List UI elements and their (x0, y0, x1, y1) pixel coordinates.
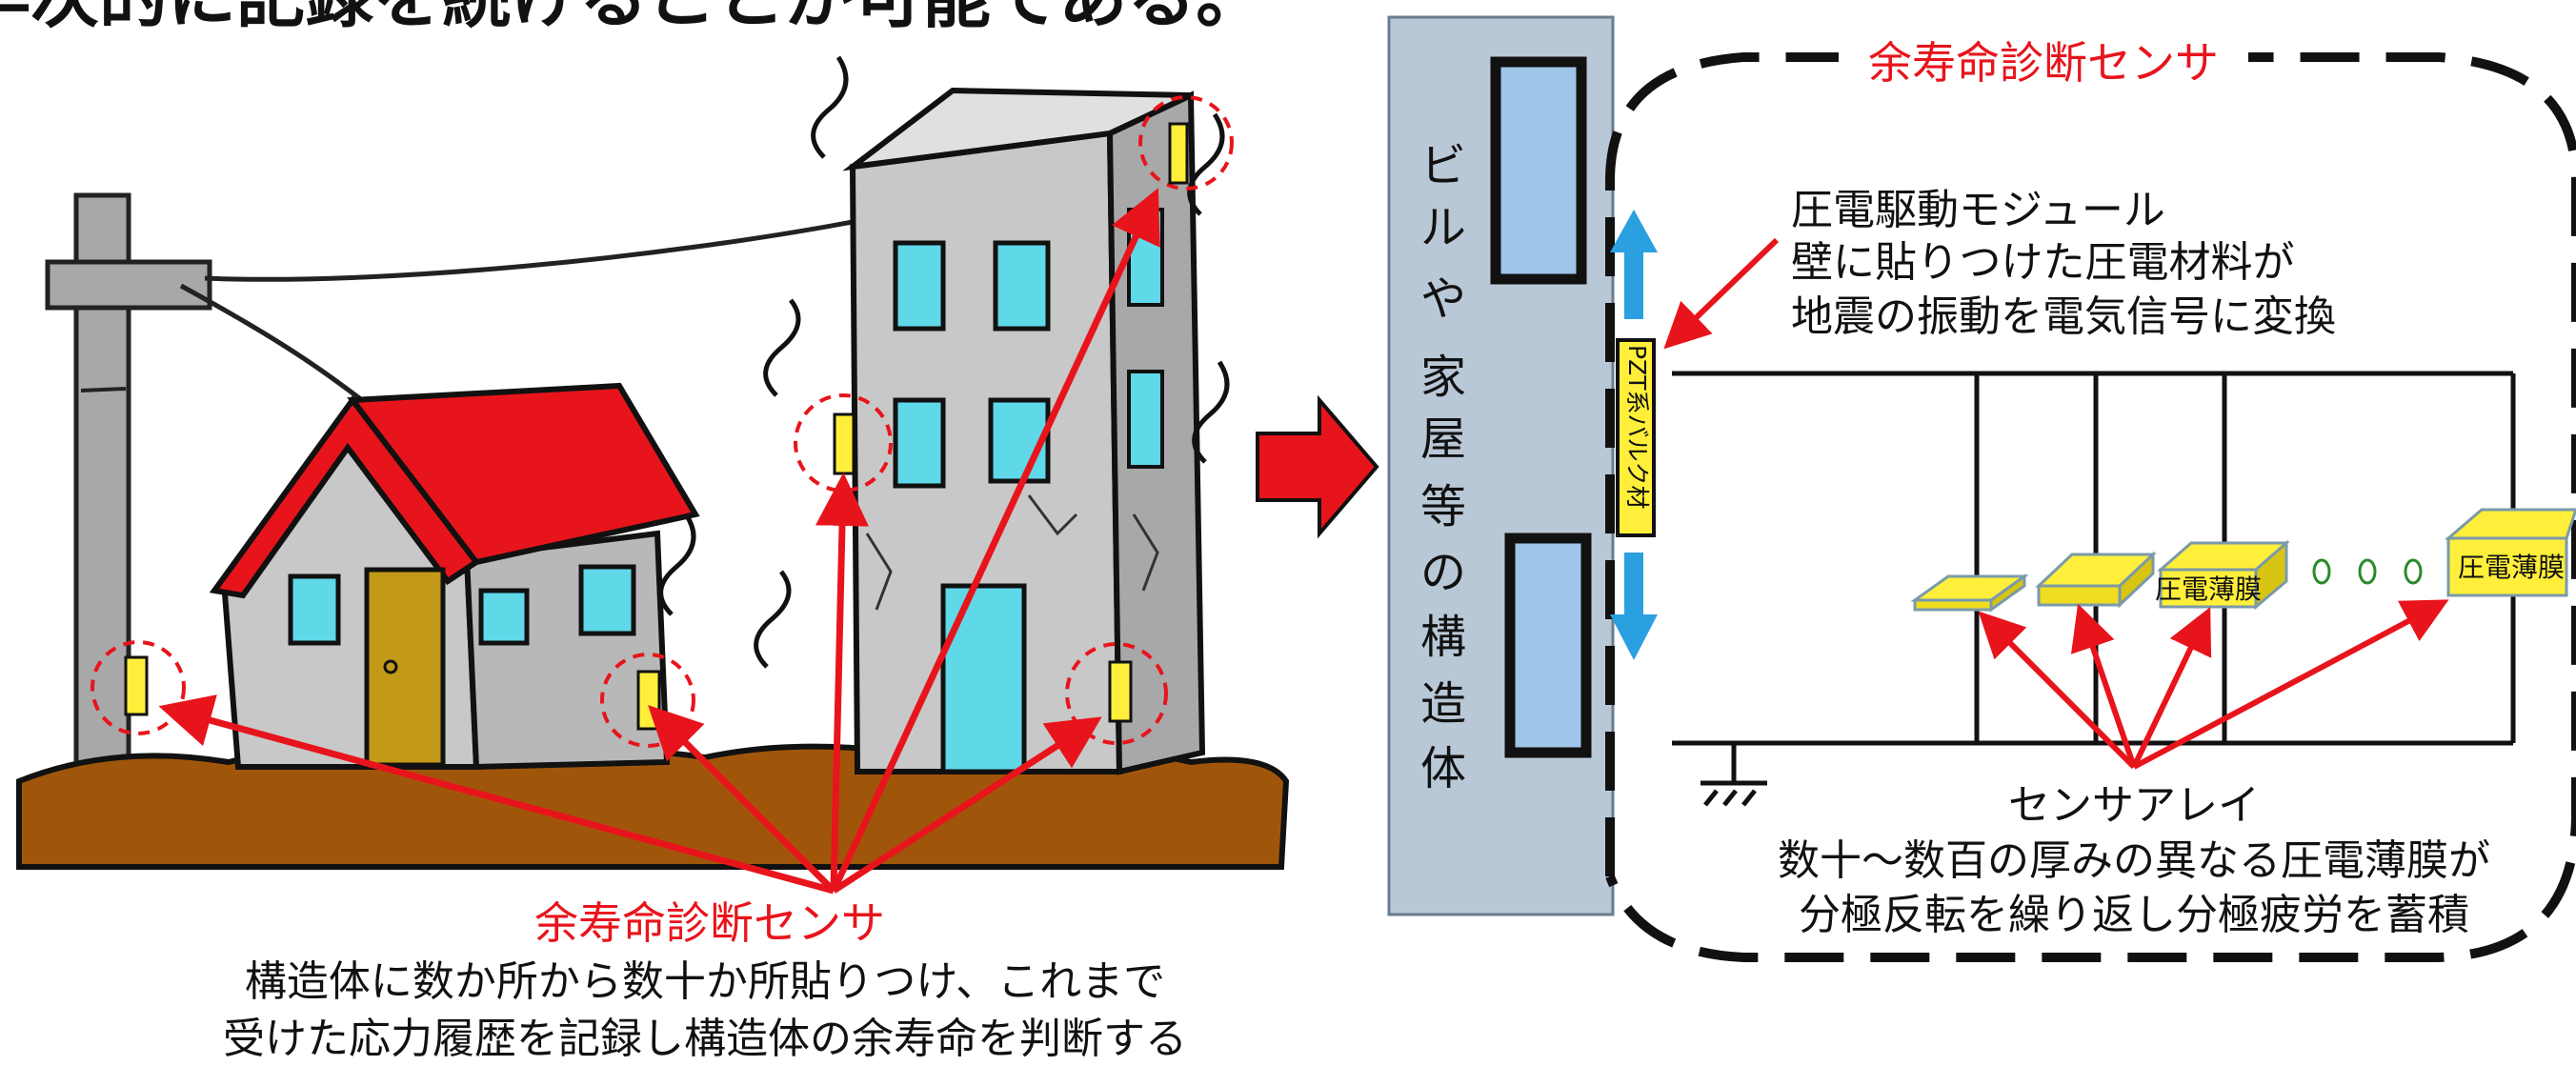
shake-line (1187, 112, 1225, 216)
structure-block (1504, 533, 1592, 758)
piezo-film (2035, 551, 2157, 609)
structure-block (1490, 56, 1587, 285)
piezo-film (1910, 573, 2029, 613)
shake-line (658, 513, 696, 616)
window (288, 573, 341, 646)
module-line-1: 圧電駆動モジュール (1791, 186, 2165, 234)
utility-pole (45, 192, 212, 789)
svg-text:体: 体 (1420, 742, 1466, 795)
pointer-arrows (158, 188, 1160, 895)
svg-text:屋: 屋 (1420, 412, 1466, 466)
window (893, 240, 946, 332)
structure-label: ビ ル や 家 屋 等 の 構 造 体 (1420, 139, 1466, 795)
door (364, 567, 446, 768)
vibration-arrow-down (1610, 553, 1658, 660)
vibration-arrow-up (1610, 210, 1658, 319)
window (993, 240, 1051, 332)
left-illustration: 余寿命診断センサ 構造体に数か所から数十か所貼りつけ、これまで 受けた応力履歴を… (16, 55, 1290, 1063)
array-title: センサアレイ (2008, 781, 2260, 830)
left-description-line-1: 構造体に数か所から数十か所貼りつけ、これまで (245, 957, 1165, 1006)
array-line-3: 分極反転を繰り返し分極疲労を蓄積 (1799, 891, 2469, 939)
piezo-film: 圧電薄膜 (2155, 539, 2290, 611)
sensor-title-bg (1839, 33, 2248, 87)
film-label: 圧電薄膜 (2155, 573, 2262, 605)
pzt-bulk (1616, 338, 1656, 537)
sensor-title: 余寿命診断センサ (1868, 37, 2219, 89)
svg-text:構: 構 (1420, 611, 1466, 664)
svg-text:家: 家 (1420, 351, 1466, 404)
window (578, 564, 636, 636)
house (209, 382, 700, 771)
svg-text:ビ: ビ (1420, 139, 1466, 192)
left-sensor-label: 余寿命診断センサ (534, 897, 885, 949)
svg-text:の: の (1420, 546, 1466, 599)
ellipsis-dots (2312, 558, 2423, 585)
shake-line (811, 55, 849, 159)
power-line (179, 283, 364, 403)
shake-line (1192, 360, 1230, 464)
sensor-marker (1138, 95, 1234, 191)
module-line-3: 地震の振動を電気信号に変換 (1791, 292, 2336, 341)
svg-text:等: 等 (1420, 480, 1466, 533)
apartment-building (842, 87, 1206, 775)
module-line-2: 壁に貼りつけた圧電材料が (1791, 238, 2294, 287)
sensor-marker (1065, 642, 1168, 745)
window (1127, 208, 1164, 307)
svg-text:や: や (1420, 272, 1466, 326)
film-label: 圧電薄膜 (2458, 552, 2565, 583)
power-line (204, 218, 858, 282)
sensor-marker (794, 393, 893, 493)
sensor-marker (600, 653, 695, 748)
svg-text:造: 造 (1420, 677, 1466, 731)
door (940, 583, 1027, 774)
sensor-marker (91, 640, 186, 735)
window (1127, 370, 1164, 469)
pzt-label: PZT系バルク材 (1623, 345, 1651, 509)
array-pointer-arrows (1978, 599, 2449, 770)
window (478, 588, 530, 646)
piezo-film: 圧電薄膜 (2444, 508, 2576, 597)
module-pointer (1663, 237, 1780, 350)
svg-text:ル: ル (1420, 201, 1466, 254)
left-description-line-2: 受けた応力履歴を記録し構造体の余寿命を判断する (223, 1015, 1187, 1063)
header-title: 早次的に記録を続けることが可能である。 (0, 0, 1264, 37)
right-diagram: ビ ル や 家 屋 等 の 構 造 体 余寿命診断センサ PZT系バルク材 (1387, 15, 2576, 962)
transition-arrow (1256, 394, 1379, 539)
array-line-2: 数十～数百の厚みの異なる圧電薄膜が (1778, 836, 2490, 885)
window (893, 397, 946, 489)
shake-line (754, 570, 792, 669)
shake-line (763, 298, 801, 397)
